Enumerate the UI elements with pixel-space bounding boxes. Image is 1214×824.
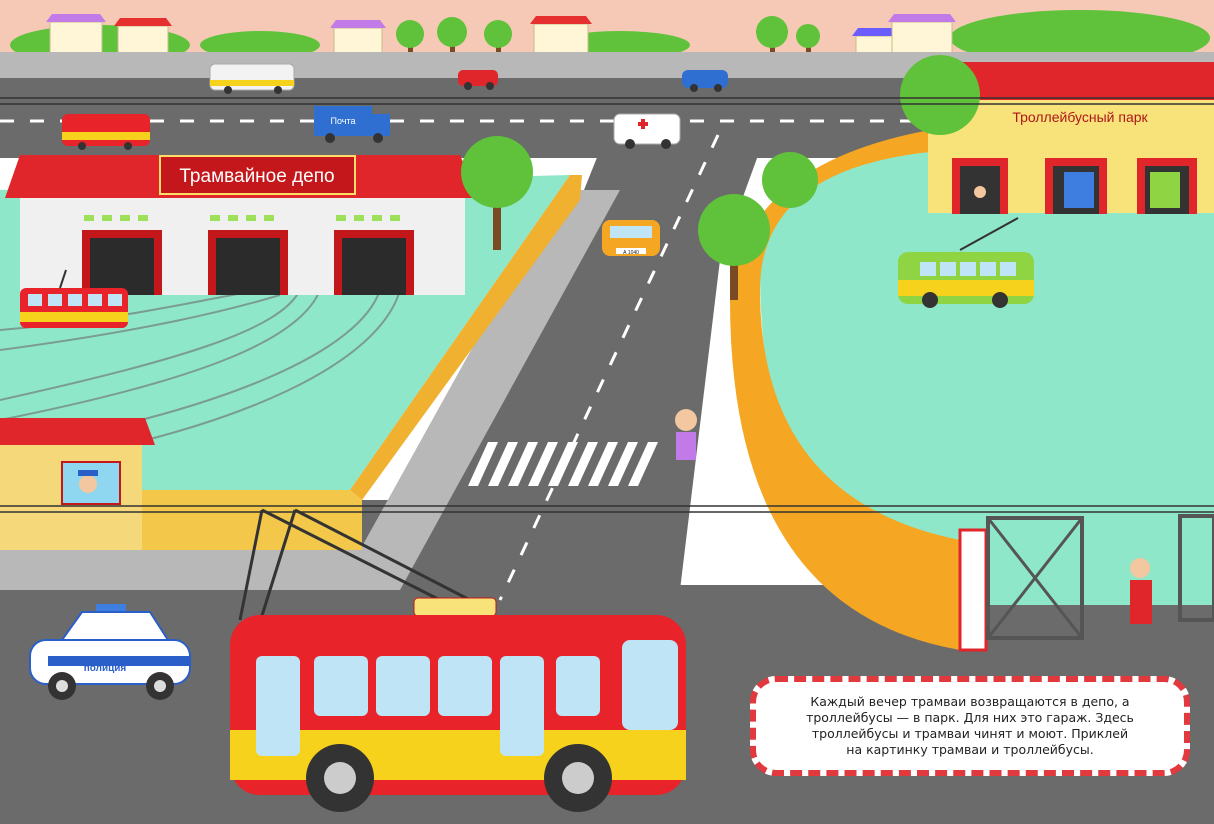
depot-lights [84, 215, 400, 221]
taxi-plate: А 1040 [623, 250, 639, 256]
crosswalk [468, 442, 658, 486]
caption-line-1: Каждый вечер трамваи возвращаются в депо… [810, 694, 1130, 709]
tram-depot-curb [350, 175, 582, 500]
bus-icon [209, 63, 295, 94]
taxi-icon: А 1040 [602, 220, 660, 256]
overhead-wires [0, 97, 1214, 513]
caption-line-2: троллейбусы — в парк. Для них это гараж.… [806, 710, 1134, 725]
caption-text: Каждый вечер трамваи возвращаются в депо… [760, 694, 1180, 758]
mail-truck-icon: Почта [314, 106, 390, 143]
tram-depot-sign-bg [159, 155, 356, 195]
caption-line-4: на картинку трамваи и троллейбусы. [846, 742, 1094, 757]
tram-depot-gates [82, 230, 414, 295]
guard-booth [0, 418, 155, 550]
trolleybus-park-roof [928, 62, 1214, 100]
trolleybus-icon [898, 217, 1034, 308]
trolleybus-icon [230, 508, 686, 812]
police-car-icon: полиция [29, 604, 191, 700]
car-icon [458, 70, 728, 92]
tree-icon [461, 55, 980, 300]
ambulance-icon [613, 113, 681, 149]
tram-depot-sign: Трамвайное депо [179, 166, 334, 187]
tram-icon [20, 269, 128, 328]
tram-icon [62, 114, 150, 150]
police-car-label: полиция [84, 663, 127, 674]
trolleybus-park-gates [952, 158, 1197, 214]
person-icon [675, 186, 1152, 624]
center-road [400, 150, 760, 590]
caption-line-3: троллейбусы и трамваи чинят и моют. Прик… [811, 726, 1129, 741]
mail-truck-label: Почта [331, 116, 356, 126]
trolleybus-park-yard [760, 150, 1214, 605]
caption-box: Каждый вечер трамваи возвращаются в депо… [750, 676, 1190, 776]
center-lane-markings [498, 134, 720, 601]
trolleybus-park-sign: Троллейбусный парк [1012, 109, 1148, 125]
gate-icon [958, 514, 1214, 652]
trolleybus-park-wall [730, 130, 960, 650]
